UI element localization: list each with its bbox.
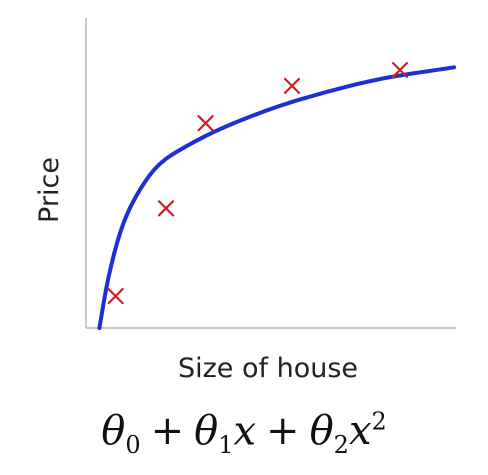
hypothesis-formula: θ0+θ1x+θ2x2 xyxy=(0,392,488,475)
x-term: x xyxy=(233,408,257,455)
data-point xyxy=(197,115,214,132)
fit-curve-layer xyxy=(97,65,456,330)
fit-curve xyxy=(97,65,456,330)
data-point xyxy=(157,200,175,217)
y-axis-label: Price xyxy=(34,157,65,223)
x-squared-term: x2 xyxy=(348,408,387,455)
data-point xyxy=(391,61,409,79)
data-point xyxy=(283,77,301,95)
theta-2: θ2 xyxy=(309,408,349,460)
data-points-layer xyxy=(107,61,409,305)
plus-sign: + xyxy=(150,408,185,455)
plus-sign: + xyxy=(266,408,300,455)
x-axis-label: Size of house xyxy=(178,353,358,384)
theta-0: θ0 xyxy=(101,408,141,460)
data-point xyxy=(107,288,124,305)
theta-1: θ1 xyxy=(194,408,234,460)
